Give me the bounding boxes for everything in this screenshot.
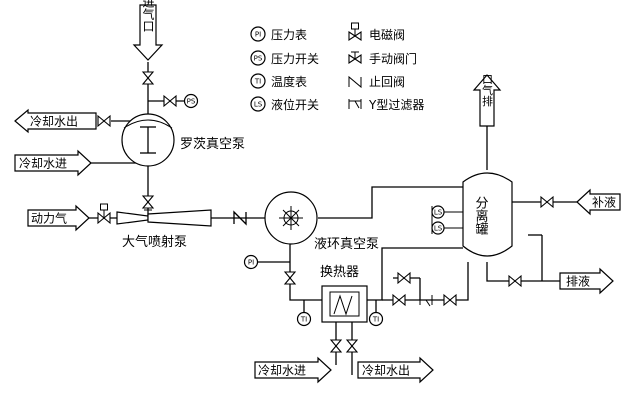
solenoid-legend-label: 电磁阀 [369, 27, 405, 42]
ps-legend-symbol: PS [250, 50, 266, 66]
valve-inlet [142, 71, 154, 85]
svg-text:PS: PS [187, 98, 196, 106]
svg-text:PI: PI [255, 31, 261, 39]
pi-instrument: PI [243, 254, 259, 270]
ti-legend-symbol: TI [250, 73, 266, 89]
svg-text:排液: 排液 [566, 274, 590, 289]
y-filter-return [419, 295, 433, 307]
valve-drain [508, 275, 522, 287]
cool-in-2-arrow: 冷却水进 [254, 356, 332, 384]
valve-hx-bypass [397, 272, 411, 284]
svg-text:TI: TI [300, 316, 307, 324]
valve-ring-supply [284, 271, 296, 285]
ls-legend-label: 液位开关 [271, 97, 319, 112]
svg-text:PI: PI [248, 259, 254, 267]
manual-valve-icon [348, 51, 362, 65]
heat-exchanger [321, 285, 368, 323]
check-legend-label: 止回阀 [369, 75, 405, 89]
valve-return-2 [443, 294, 457, 306]
svg-text:LS: LS [254, 101, 263, 109]
pi-legend-symbol: PI [250, 26, 266, 42]
ls-legend-symbol: LS [250, 96, 266, 112]
separator-tank [462, 172, 513, 257]
exhaust-arrow: 口气排 [472, 74, 502, 127]
cool-out-2-arrow: 冷却水出 [357, 356, 434, 384]
svg-text:补液: 补液 [592, 195, 616, 210]
liquid-ring-pump-label: 液环真空泵 [314, 237, 379, 252]
ls-instrument-lower: LS [431, 221, 463, 235]
svg-text:冷却水进: 冷却水进 [258, 364, 306, 378]
ti-instrument-left: TI [296, 311, 312, 327]
ls-instrument-upper: LS [431, 205, 463, 219]
valve-ejector-suction [142, 195, 154, 209]
ejector-label: 大气喷射泵 [122, 234, 187, 250]
manual-legend-label: 手动阀门 [369, 51, 417, 66]
drain-arrow: 排液 [559, 267, 614, 295]
svg-text:冷却水出: 冷却水出 [362, 364, 410, 378]
valve-hx-cool-out [346, 339, 358, 353]
cool-out-1-arrow: 冷却水出 [14, 108, 97, 134]
svg-text:LS: LS [434, 209, 443, 217]
legend: PI 压力表 PS 压力开关 TI 温度表 LS 液位开关 电磁阀 [250, 22, 424, 112]
ejector [116, 209, 212, 227]
svg-text:动力气: 动力气 [31, 211, 67, 226]
ti-instrument-right: TI [368, 311, 384, 327]
svg-text:冷却水出: 冷却水出 [30, 115, 78, 129]
svg-text:LS: LS [434, 225, 443, 233]
valve-return-1 [392, 294, 406, 306]
cool-in-1-arrow: 冷却水进 [14, 149, 92, 177]
valve-cool-out-1 [97, 115, 111, 127]
roots-pump [121, 113, 175, 167]
check-valve-ring [233, 210, 247, 226]
svg-text:TI: TI [372, 316, 379, 324]
heat-exchanger-label: 换热器 [320, 265, 359, 280]
valve-hx-cool-in [330, 339, 342, 353]
svg-text:冷却水进: 冷却水进 [19, 157, 67, 171]
solenoid-valve-motive [97, 203, 111, 224]
motive-gas-arrow: 动力气 [27, 204, 90, 232]
valve-makeup [540, 196, 554, 208]
ps-legend-label: 压力开关 [271, 52, 319, 66]
valve-ps [163, 95, 177, 107]
liquid-ring-pump [264, 191, 318, 245]
makeup-arrow: 补液 [576, 188, 621, 216]
svg-text:口气排: 口气排 [481, 74, 494, 108]
ps-instrument: PS [183, 93, 199, 109]
solenoid-valve-icon [348, 22, 362, 42]
svg-text:PS: PS [254, 55, 263, 63]
separator-label: 分离罐 [473, 196, 489, 235]
filter-legend-label: Y型过滤器 [368, 98, 424, 112]
ti-legend-label: 温度表 [271, 74, 307, 89]
inlet-arrow: 进气口 [132, 0, 164, 61]
check-valve-icon [348, 75, 362, 89]
svg-text:TI: TI [254, 78, 261, 86]
roots-pump-label: 罗茨真空泵 [180, 137, 245, 152]
y-filter-icon [348, 99, 362, 109]
pi-legend-label: 压力表 [271, 28, 307, 42]
svg-text:进气口: 进气口 [141, 0, 155, 32]
